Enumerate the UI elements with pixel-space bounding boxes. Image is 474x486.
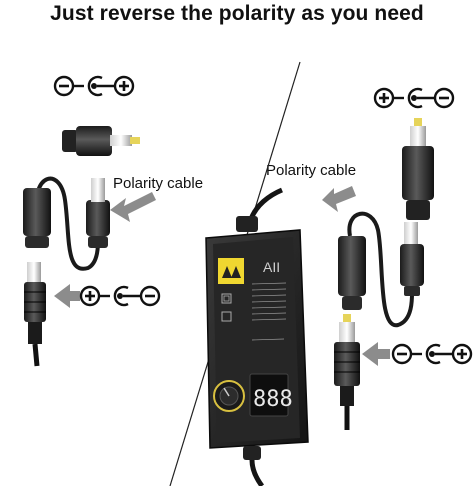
arrow-left-icon	[110, 192, 156, 222]
polarity-symbol-icon	[53, 75, 135, 97]
power-adapter: AII 888	[205, 187, 309, 486]
dc-plug-right	[334, 314, 360, 430]
polarity-symbol-icon	[79, 285, 161, 307]
adapter-tip-left	[62, 126, 140, 156]
polarity-symbol-icon	[373, 87, 455, 109]
polarity-cable-label-right: Polarity cable	[266, 162, 357, 179]
brand-mark: AII	[263, 259, 280, 275]
polarity-cable-right	[338, 211, 424, 328]
page-title: Just reverse the polarity as you need	[50, 2, 424, 25]
voltage-display: 888	[253, 387, 293, 412]
arrow-left-icon	[54, 284, 80, 308]
adapter-tip-right	[402, 118, 434, 220]
polarity-cable-label-left: Polarity cable	[113, 175, 204, 192]
arrow-left-icon	[322, 186, 356, 212]
polarity-symbol-icon	[391, 343, 473, 365]
dc-plug-left	[24, 262, 46, 367]
polarity-cable-left	[23, 176, 110, 271]
arrow-left-icon	[362, 342, 390, 366]
